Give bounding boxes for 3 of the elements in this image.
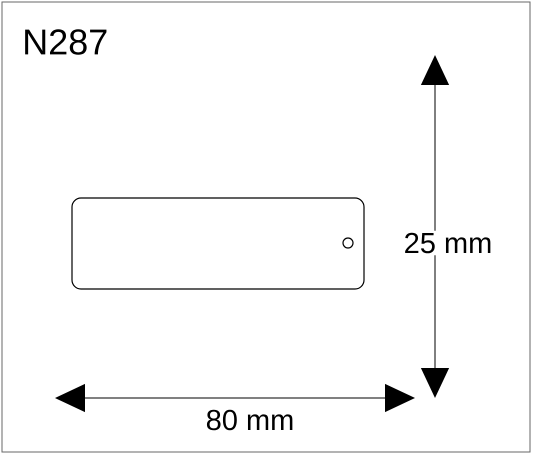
dimension-label: 80 mm (204, 408, 296, 432)
dimension-label: 25 mm (402, 230, 494, 256)
part-number: N287 (20, 27, 110, 57)
